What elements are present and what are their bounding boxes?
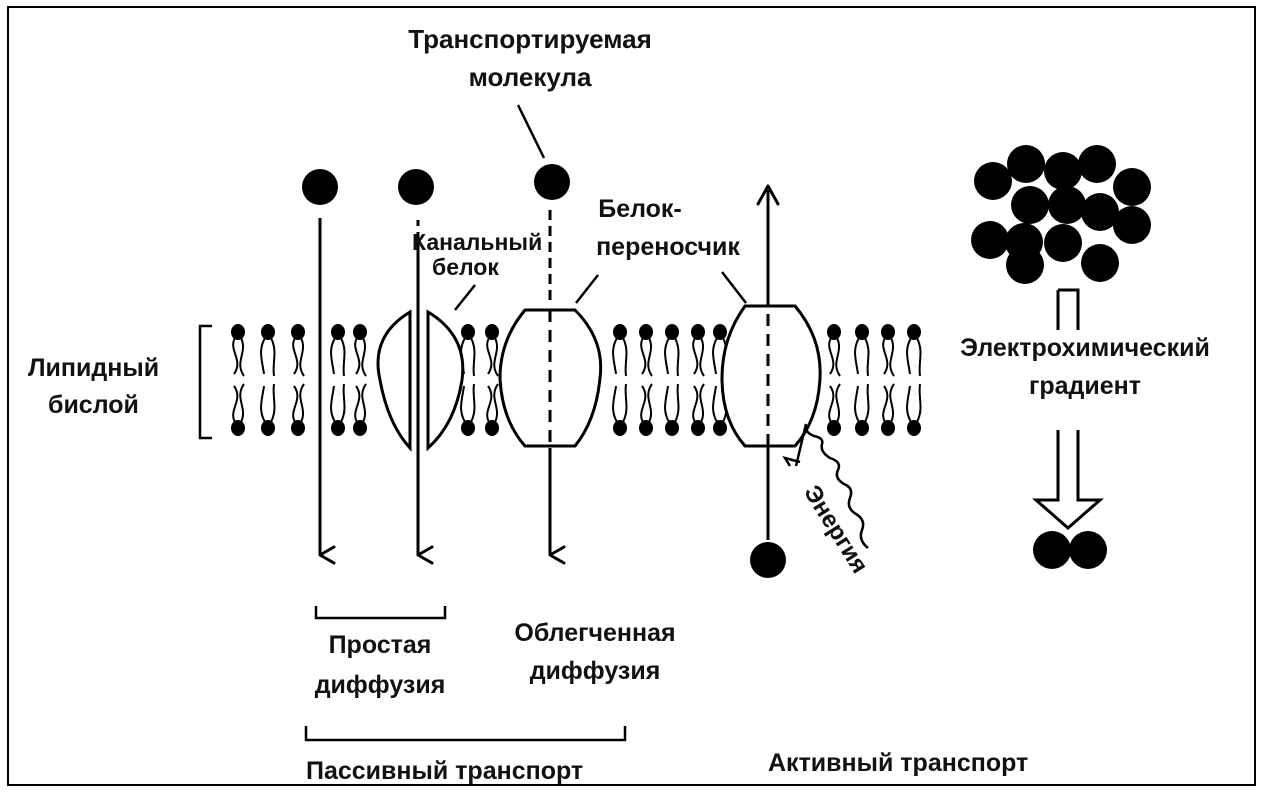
label-facilitated-diffusion-1: Облегченная [490,618,700,648]
molecule-low-2 [1069,531,1107,569]
lipid-molecule [613,324,627,436]
channel-protein [378,312,463,448]
label-passive-transport: Пассивный транспорт [306,756,583,786]
label-channel-protein-2: белок [432,252,499,282]
label-simple-diffusion-1: Простая [300,630,460,660]
bracket-simple-diffusion [316,606,445,618]
label-lipid-bilayer-2: бислой [48,390,139,420]
molecule-carrier [534,164,570,200]
label-transported-molecule-1: Транспортируемая [380,24,680,54]
molecule-active [750,542,786,578]
lipid-molecule [331,324,345,436]
molecule-channel [398,169,434,205]
label-active-transport: Активный транспорт [768,748,1028,778]
label-carrier-protein-2: переносчик [578,232,758,262]
label-transported-molecule-2: молекула [380,62,680,92]
pointer-channel [455,285,475,310]
lipid-molecule [231,324,245,436]
pointer-carrier-1 [576,275,598,303]
pointer-molecule [518,105,544,158]
bracket-passive-transport [306,726,625,740]
lipid-molecule [881,324,895,436]
lipid-molecule [485,324,499,436]
lipid-molecule [353,324,367,436]
pointer-carrier-2 [722,272,746,303]
lipid-molecule [639,324,653,436]
label-electrochemical-1: Электрохимический [932,333,1238,363]
lipid-molecule [665,324,679,436]
molecule-cluster [971,145,1151,284]
lipid-molecule [291,324,305,436]
lipid-molecule [907,324,921,436]
lipid-molecule [827,324,841,436]
label-facilitated-diffusion-2: диффузия [490,656,700,686]
bilayer-bracket [200,326,212,438]
lipid-molecule [691,324,705,436]
lipid-molecule [855,324,869,436]
lipid-molecule [261,324,275,436]
molecule-low-1 [1033,531,1071,569]
label-carrier-protein-1: Белок- [580,194,700,224]
molecule-simple [302,169,338,205]
label-lipid-bilayer-1: Липидный [28,353,159,383]
label-simple-diffusion-2: диффузия [300,670,460,700]
label-electrochemical-2: градиент [932,371,1238,401]
gradient-arrow [1036,290,1100,528]
